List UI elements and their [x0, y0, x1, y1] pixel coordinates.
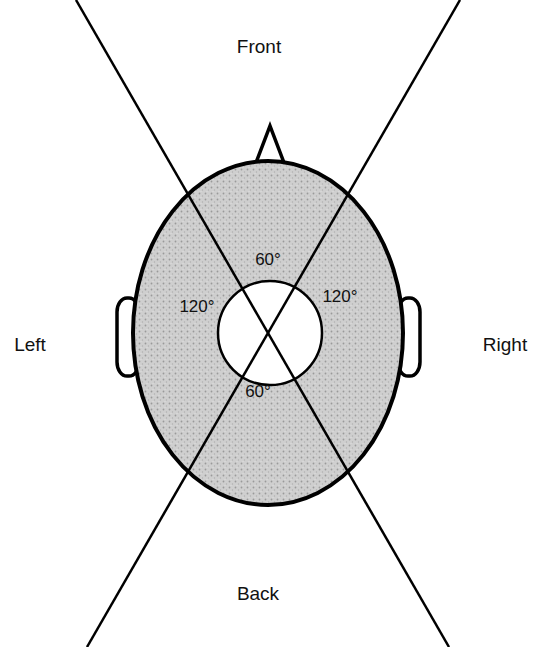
direction-label: Left	[14, 335, 46, 356]
angle-label: 120°	[322, 288, 357, 307]
angle-label: 120°	[179, 298, 214, 317]
center-circle	[218, 281, 322, 385]
angle-label: 60°	[255, 251, 281, 270]
direction-label: Back	[237, 584, 279, 605]
sector-line	[76, 0, 449, 647]
direction-label: Front	[237, 37, 281, 58]
sector-line	[87, 0, 460, 647]
direction-label: Right	[483, 335, 527, 356]
angle-label: 60°	[245, 383, 271, 402]
